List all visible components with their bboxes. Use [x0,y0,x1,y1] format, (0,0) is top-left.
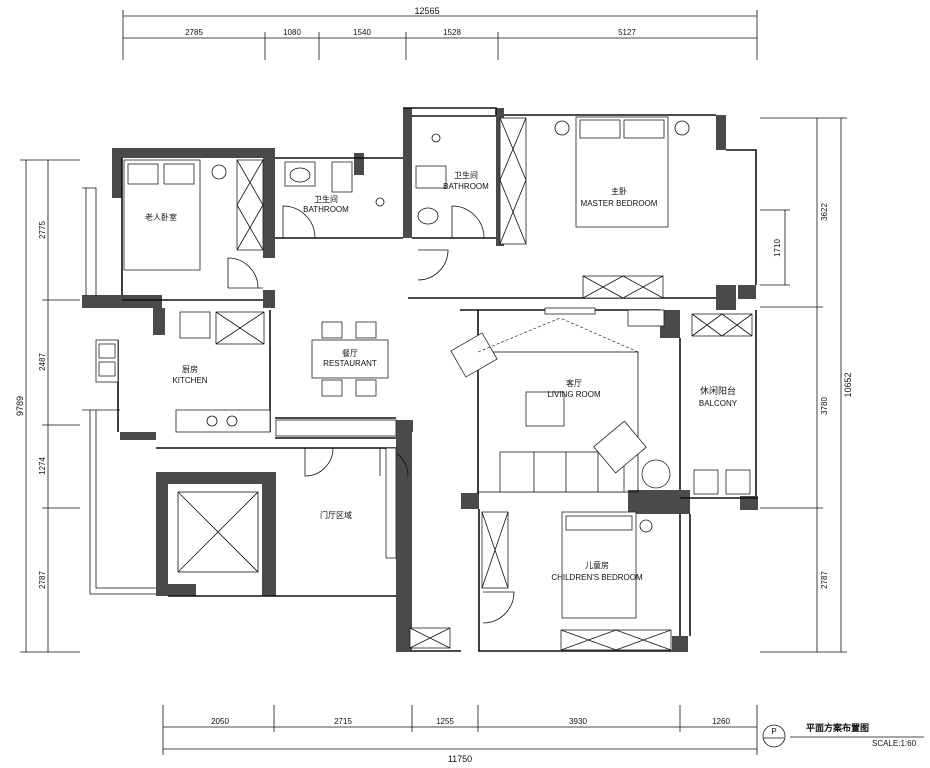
dim-bottom-seg-5: 1260 [712,717,730,726]
dim-left-seg-2: 2487 [38,353,47,371]
doors [227,205,515,624]
cabinets [236,117,753,651]
label-children-cn: 儿童房 [585,560,609,570]
dim-bottom-seg-1: 2050 [211,717,229,726]
right-dimensions: 3622 1710 3780 2787 10652 [760,117,853,653]
dim-top-seg-5: 5127 [618,28,636,37]
label-balcony-cn: 休闲阳台 [700,385,736,396]
beds [123,116,690,619]
dim-left-seg-1: 2775 [38,221,47,239]
dim-top-seg-3: 1540 [353,28,371,37]
label-children-en: CHILDREN'S BEDROOM [551,573,643,582]
dim-bottom-seg-4: 3930 [569,717,587,726]
title-symbol: P [771,727,776,736]
dim-right-seg-3: 3780 [820,397,829,415]
label-master-cn: 主卧 [611,186,627,196]
label-living-en: LIVING ROOM [547,390,601,399]
dim-left-total: 9789 [15,396,25,416]
top-dimensions: 12565 2785 1080 1540 1528 5127 [122,6,758,60]
dim-top-seg-4: 1528 [443,28,461,37]
elevator [177,491,259,573]
dim-right-seg-1: 3622 [820,203,829,221]
label-kitchen-en: KITCHEN [172,376,207,385]
dim-left-seg-4: 2787 [38,571,47,589]
dim-top-seg-1: 2785 [185,28,203,37]
bottom-dimensions: 2050 2715 1255 3930 1260 11750 [162,705,758,764]
drawing-scale: SCALE:1:60 [872,739,917,748]
bathroom-fixtures [284,133,751,495]
dining-furniture [311,321,389,397]
label-balcony-en: BALCONY [699,399,738,408]
label-kitchen-cn: 厨房 [182,364,198,374]
label-dining-cn: 餐厅 [342,349,358,358]
dim-left-seg-3: 1274 [38,457,47,475]
label-elderly-bedroom: 老人卧室 [145,212,177,222]
dim-right-seg-4: 2787 [820,571,829,589]
label-bathroom-2-cn: 卫生间 [454,170,478,180]
dim-bottom-seg-3: 1255 [436,717,454,726]
left-dimensions: 2775 2487 1274 2787 9789 [15,159,80,653]
title-block: P 平面方案布置图 SCALE:1:60 [762,722,924,748]
room-labels: 老人卧室 卫生间 BATHROOM 卫生间 BATHROOM 主卧 MASTER… [145,170,738,582]
label-bathroom-2-en: BATHROOM [443,182,489,191]
label-living-cn: 客厅 [566,378,582,388]
dim-right-total: 10652 [843,372,853,397]
label-dining-en: RESTAURANT [323,359,377,368]
living-furniture [450,307,671,493]
drawing-title: 平面方案布置图 [806,722,869,733]
dim-top-seg-2: 1080 [283,28,301,37]
label-bathroom-1-en: BATHROOM [303,205,349,214]
dim-right-seg-2: 1710 [773,239,782,257]
label-entry: 门厅区域 [320,510,352,520]
label-master-en: MASTER BEDROOM [581,199,658,208]
dim-bottom-seg-2: 2715 [334,717,352,726]
dim-top-total: 12565 [414,6,439,16]
label-bathroom-1-cn: 卫生间 [314,194,338,204]
kitchen-furniture [95,311,271,433]
dim-bottom-total: 11750 [448,754,472,764]
